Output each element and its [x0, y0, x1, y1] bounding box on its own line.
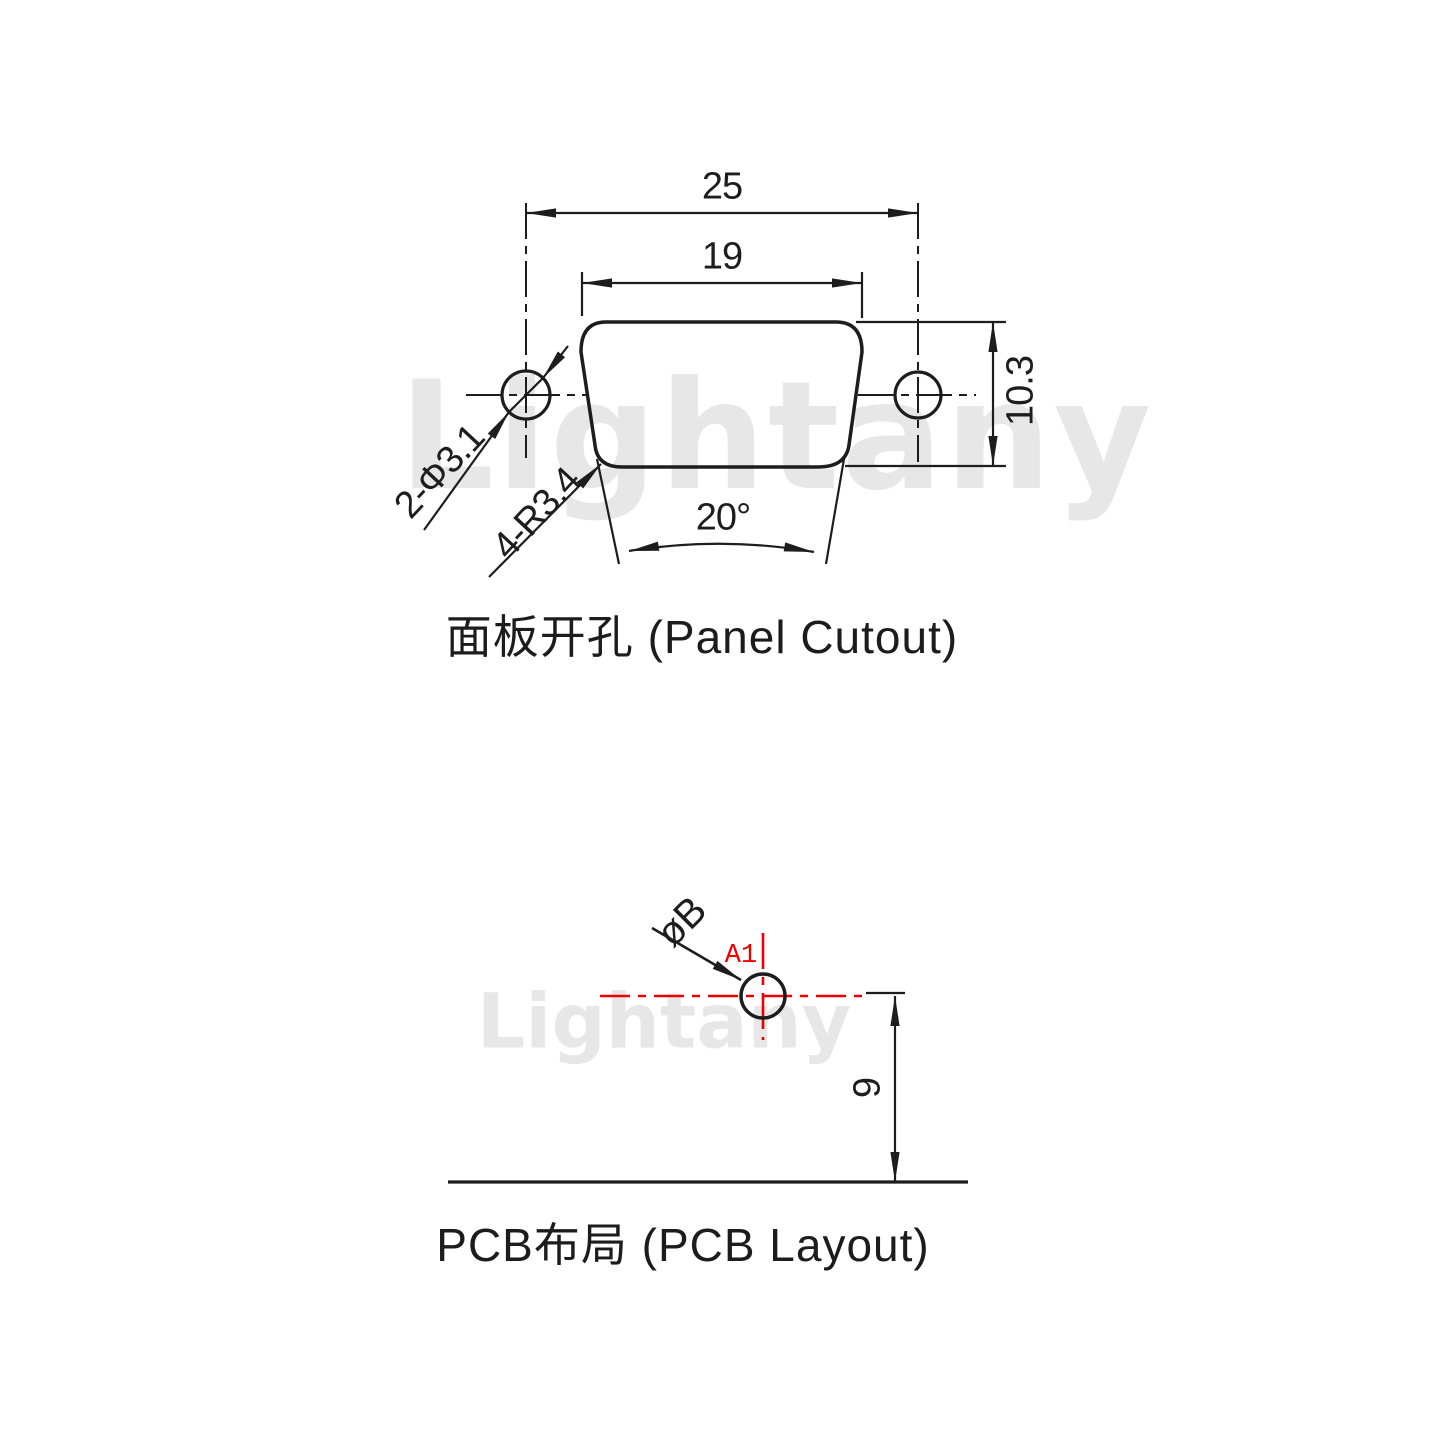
dim-arc-20deg	[628, 541, 815, 554]
leader-pad-diameter	[651, 926, 742, 982]
dim-text-edge-distance: 9	[846, 1077, 889, 1099]
leader-phi31-diameter	[508, 377, 544, 413]
ext-line-angle-right	[824, 458, 846, 565]
ext-line-angle-left	[595, 458, 621, 565]
leader-phi31-lower	[423, 411, 510, 531]
dim-text-25: 25	[701, 165, 743, 208]
trapezoid-cutout-outline	[579, 320, 864, 469]
leader-phi31-upper	[542, 345, 569, 379]
watermark-pcb-section: Lightany	[476, 976, 852, 1066]
panel-cutout-caption: 面板开孔 (Panel Cutout)	[445, 611, 959, 663]
pcb-layout-drawing	[448, 926, 968, 1184]
dim-text-19: 19	[701, 235, 743, 278]
dim-text-angle: 20°	[695, 496, 751, 539]
dim-text-height: 10.3	[999, 356, 1042, 426]
panel-cutout-drawing	[423, 203, 1006, 578]
leader-r34	[488, 463, 602, 578]
pcb-pad-hole	[739, 972, 787, 1020]
label-pin-a1: A1	[724, 941, 758, 971]
pcb-layout-caption: PCB布局 (PCB Layout)	[436, 1219, 930, 1271]
watermark-panel-section: Lightany	[398, 350, 1154, 524]
